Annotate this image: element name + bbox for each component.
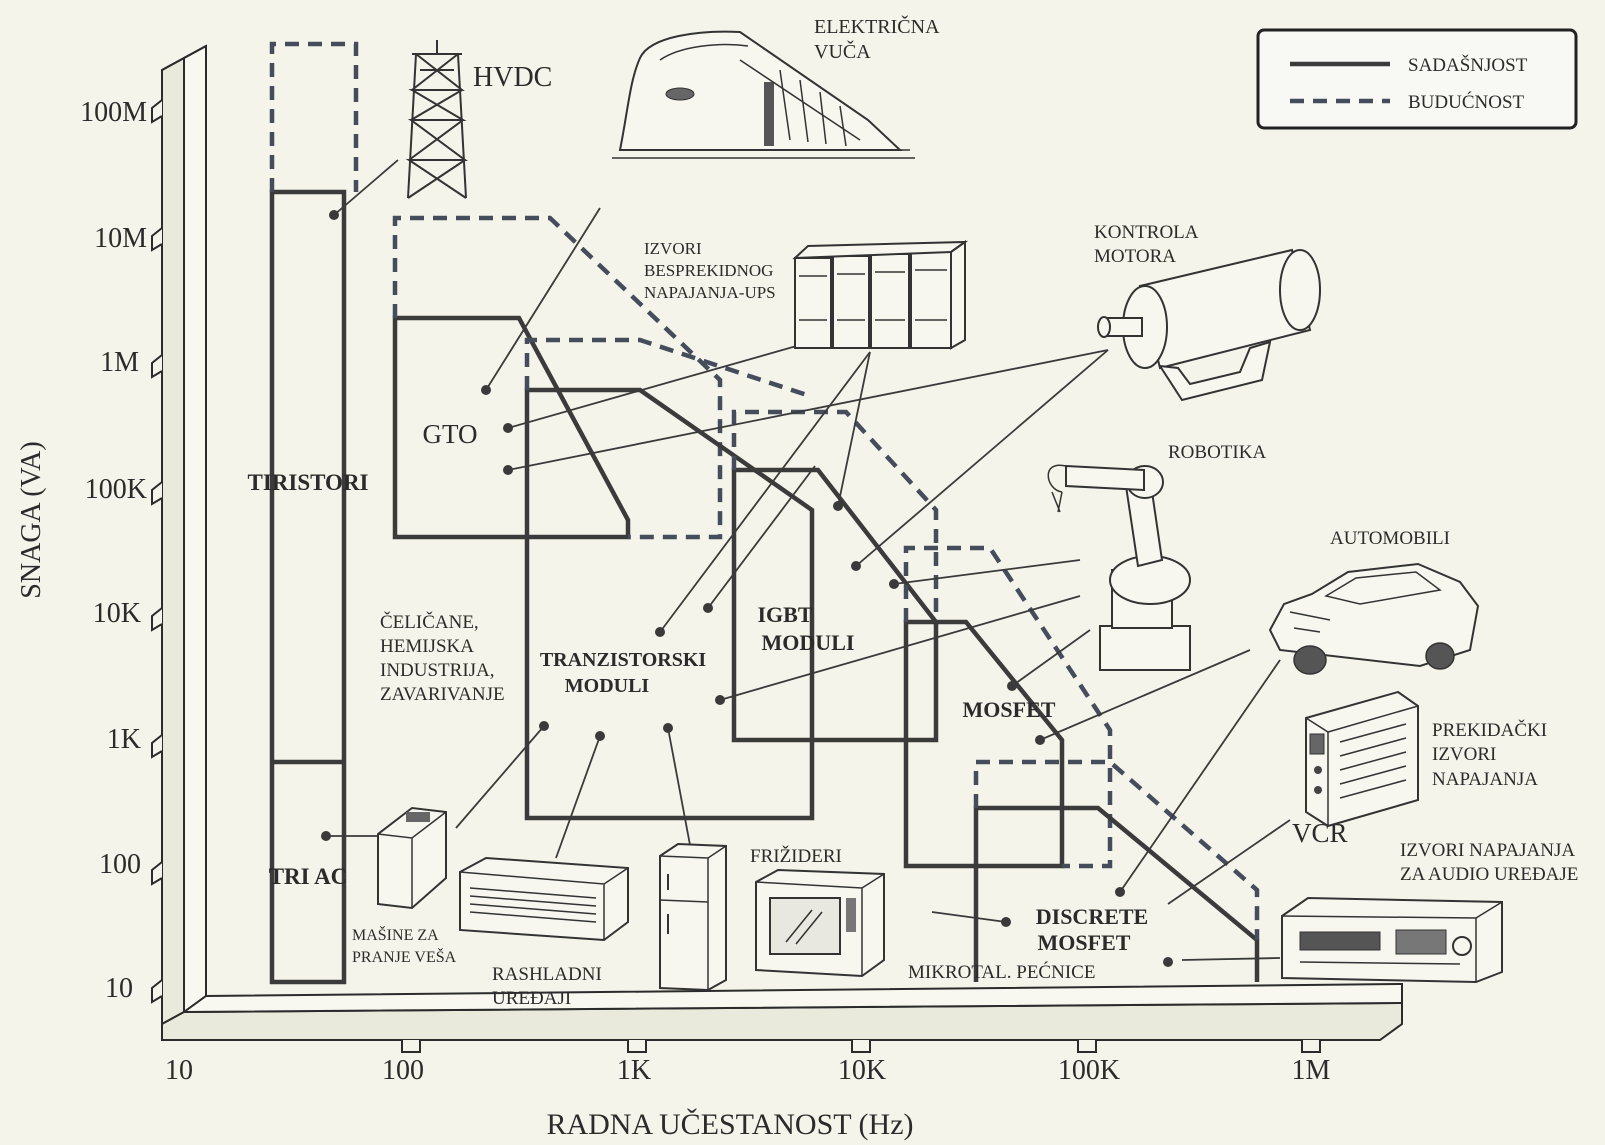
label-rashladni-line2: UREĐAJI (492, 988, 571, 1009)
x-tick-label-1M: 1M (1292, 1055, 1331, 1086)
y-tick-label-100M: 100M (80, 97, 147, 128)
label-prekidacki-line3: NAPAJANJA (1432, 769, 1538, 790)
y-tick-label-1M: 1M (100, 347, 139, 378)
igbt-future-boundary (731, 409, 939, 622)
y-axis-title: SNAGA (VA) (16, 441, 47, 598)
microwave-oven-icon (755, 868, 885, 978)
label-masine-line1: MAŠINE ZA (352, 925, 439, 944)
y-axis-bar (161, 56, 185, 1026)
label-celicane-line2: HEMIJSKA (380, 636, 474, 657)
label-hvdc: HVDC (473, 62, 552, 93)
label-audio-line1: IZVORI NAPAJANJA (1400, 840, 1575, 861)
leader-dots (321, 210, 1173, 967)
label-frizideri: FRIŽIDERI (750, 845, 842, 867)
label-motor-line2: MOTORA (1094, 246, 1176, 267)
label-mikrotal: MIKROTAL. PEĆNICE (908, 961, 1095, 983)
x-tick-labels: 10 100 1K 10K 100K 1M (165, 1055, 1331, 1086)
y-axis-top (161, 45, 207, 71)
y-tick-label-100K: 100K (85, 474, 147, 505)
electric-motor-icon (1097, 248, 1321, 402)
y-tick-labels: 100M 10M 1M 100K 10K 1K 100 10 (80, 97, 147, 1004)
x-tick-label-10K: 10K (838, 1055, 886, 1086)
label-tranzistorski-line1: TRANZISTORSKI (540, 649, 707, 671)
igbt-present-boundary (731, 467, 939, 743)
label-rashladni-line1: RASHLADNI (492, 964, 602, 985)
gto-present-boundary (392, 315, 631, 540)
region-discrete-mosfet (973, 759, 1260, 982)
thyristor-future-boundary (269, 41, 359, 192)
y-axis-side (183, 44, 207, 1014)
label-igbt-line2: MODULI (762, 630, 855, 655)
transistor-future-boundary (524, 337, 811, 399)
switching-power-supply-icon (1305, 690, 1419, 828)
mosfet-future-boundary (903, 545, 1113, 869)
x-tick-marks (401, 1040, 1321, 1053)
label-automobili: AUTOMOBILI (1330, 528, 1450, 549)
legend-box (1256, 28, 1578, 130)
label-triac: TRI AC (269, 864, 348, 889)
application-labels: HVDC ELEKTRIČNA VUČA IZVORI BESPREKIDNOG… (352, 14, 1578, 1009)
mosfet-present-boundary (903, 619, 1065, 869)
label-audio-line2: ZA AUDIO UREĐAJE (1400, 864, 1578, 885)
label-masine-line2: PRANJE VEŠA (352, 947, 457, 966)
label-ups-line1: IZVORI (644, 239, 702, 258)
label-celicane-line3: INDUSTRIJA, (380, 660, 495, 681)
x-tick-label-100: 100 (382, 1055, 424, 1086)
label-robotika: ROBOTIKA (1168, 442, 1266, 463)
transistor-present-boundary (524, 387, 815, 821)
leader-lines (326, 159, 1291, 961)
label-ups-line2: BESPREKIDNOG (644, 261, 773, 280)
label-ups-line3: NAPAJANJA-UPS (644, 283, 776, 302)
x-tick-label-100K: 100K (1058, 1055, 1120, 1086)
y-tick-marks (151, 99, 163, 1004)
label-discrete-line1: DISCRETE (1036, 904, 1148, 929)
bullet-train-icon (612, 30, 915, 159)
region-gto (392, 215, 723, 540)
label-prekidacki-line2: IZVORI (1432, 744, 1496, 765)
discrete-present-boundary (973, 805, 1260, 982)
x-axis-top-face (180, 982, 1403, 1014)
gto-future-boundary (392, 215, 723, 540)
x-axis-title: RADNA UČESTANOST (Hz) (546, 1108, 913, 1141)
label-celicane-line1: ČELIČANE, (380, 611, 479, 633)
region-igbt (731, 409, 939, 743)
car-icon (1268, 562, 1480, 675)
legend-future-label: BUDUĆNOST (1408, 91, 1525, 113)
y-tick-label-1K: 1K (107, 724, 141, 755)
refrigerator-icon (659, 842, 727, 992)
audio-receiver-icon (1281, 896, 1503, 984)
label-celicane-line4: ZAVARIVANJE (380, 684, 505, 705)
x-tick-label-10: 10 (165, 1055, 193, 1086)
y-tick-label-10: 10 (105, 973, 133, 1004)
label-vuca-line1: ELEKTRIČNA (814, 14, 940, 38)
transmission-tower-icon (405, 40, 469, 199)
discrete-future-boundary (973, 759, 1260, 940)
label-igbt-line1: IGBT (757, 602, 812, 627)
label-prekidacki-line1: PREKIDAČKI (1432, 719, 1547, 741)
legend-present-label: SADAŠNJOST (1408, 54, 1528, 76)
industrial-robot-icon (1047, 464, 1191, 671)
label-mosfet: MOSFET (963, 697, 1056, 722)
washing-machine-icon (377, 806, 447, 910)
x-tick-label-1K: 1K (617, 1055, 651, 1086)
thyristor-present-boundary (269, 189, 347, 985)
y-tick-label-10K: 10K (93, 598, 141, 629)
label-gto: GTO (422, 419, 477, 449)
label-vuca-line2: VUČA (814, 39, 871, 63)
region-mosfet (903, 545, 1113, 869)
label-discrete-line2: MOSFET (1038, 930, 1131, 955)
air-conditioner-icon (459, 856, 629, 942)
region-thyristors (269, 41, 359, 985)
label-tranzistorski-line2: MODULI (565, 675, 650, 697)
label-tiristori: TIRISTORI (247, 470, 368, 495)
region-transistor-modules (524, 337, 815, 821)
y-tick-label-100: 100 (99, 849, 141, 880)
y-tick-label-10M: 10M (94, 223, 147, 254)
ups-cabinets-icon (792, 240, 969, 350)
label-motor-line1: KONTROLA (1094, 222, 1199, 243)
device-labels: TIRISTORI TRI AC TRANZISTORSKI MODULI IG… (247, 470, 1148, 955)
